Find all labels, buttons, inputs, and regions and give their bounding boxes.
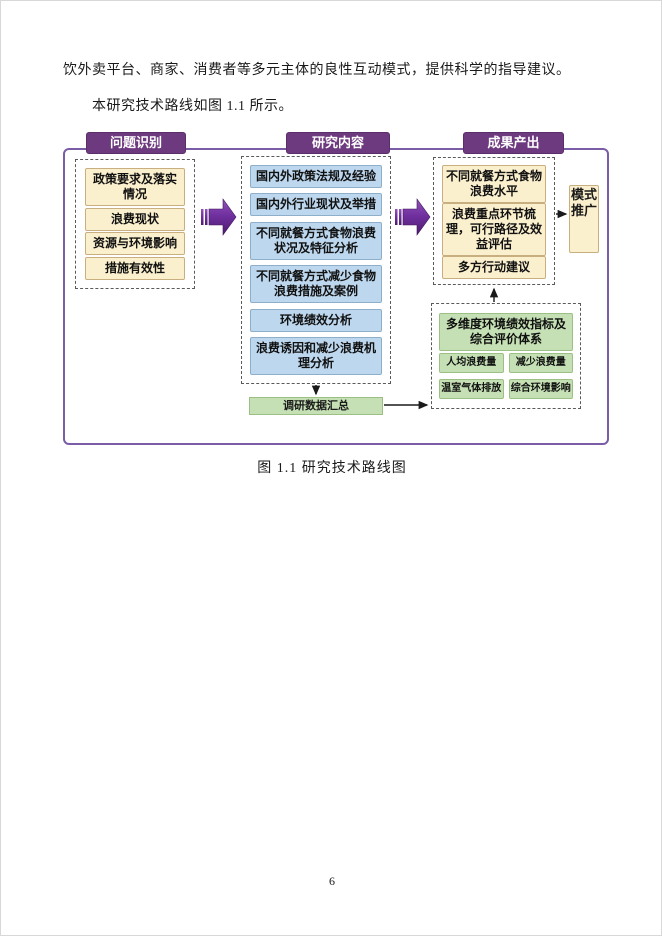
results-output-group: 不同就餐方式食物浪费水平 浪费重点环节梳理，可行路径及效益评估 多方行动建议 [433,157,555,285]
body-text-line1: 饮外卖平台、商家、消费者等多元主体的良性互动模式，提供科学的指导建议。 [63,63,571,78]
diagram-header-results-output: 成果产出 [463,132,564,154]
metric-reduced-waste: 减少浪费量 [508,353,573,373]
box-model-promotion: 模式推广 [569,185,599,253]
metric-grid: 人均浪费量 减少浪费量 温室气体排放 综合环境影响 [439,353,573,399]
evaluation-system-group: 多维度环境绩效指标及综合评价体系 人均浪费量 减少浪费量 温室气体排放 综合环境… [431,303,581,409]
diagram-header-problem-identification: 问题识别 [86,132,186,154]
metric-comprehensive-env-impact: 综合环境影响 [508,379,573,399]
metric-ghg-emissions: 温室气体排放 [439,379,504,399]
box-measure-effectiveness: 措施有效性 [85,256,185,280]
box-waste-mechanism-analysis: 浪费诱因和减少浪费机理分析 [250,336,382,375]
box-env-performance-analysis: 环境绩效分析 [250,308,382,332]
box-waste-level-by-dining-mode: 不同就餐方式食物浪费水平 [442,165,546,203]
box-reduction-measures-cases: 不同就餐方式减少食物浪费措施及案例 [250,265,382,304]
box-industry-status-measures: 国内外行业现状及举措 [250,193,382,217]
page-number: 6 [329,874,335,888]
box-resource-env-impact: 资源与环境影响 [85,232,185,256]
box-domestic-foreign-policy: 国内外政策法规及经验 [250,165,382,188]
problem-identification-group: 政策要求及落实情况 浪费现状 资源与环境影响 措施有效性 [75,159,195,289]
research-content-group: 国内外政策法规及经验 国内外行业现状及举措 不同就餐方式食物浪费状况及特征分析 … [241,156,391,384]
box-survey-data-summary: 调研数据汇总 [249,397,383,415]
box-key-links-paths-assessment: 浪费重点环节梳理，可行路径及效益评估 [442,203,546,256]
diagram-header-research-content: 研究内容 [286,132,390,154]
figure-caption: 图 1.1 研究技术路线图 [257,461,407,476]
box-indicator-evaluation-system: 多维度环境绩效指标及综合评价体系 [439,313,573,351]
box-policy-implementation: 政策要求及落实情况 [85,168,185,206]
box-waste-status: 浪费现状 [85,207,185,231]
box-multi-party-action-suggestions: 多方行动建议 [442,256,546,279]
box-waste-characteristics-analysis: 不同就餐方式食物浪费状况及特征分析 [250,221,382,260]
body-text-line2: 本研究技术路线如图 1.1 所示。 [92,99,293,114]
metric-per-capita-waste: 人均浪费量 [439,353,504,373]
